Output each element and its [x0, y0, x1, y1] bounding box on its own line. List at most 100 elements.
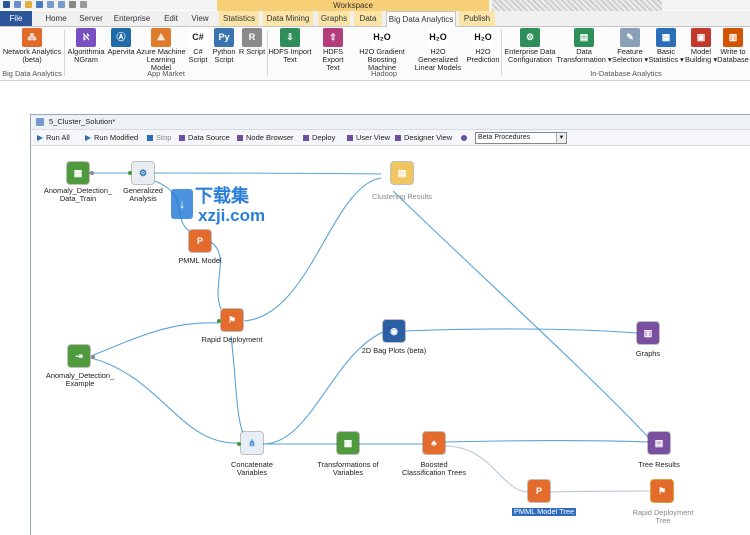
app-icon[interactable]	[3, 1, 10, 8]
concatenate-variables-node[interactable]: ⋔	[241, 432, 263, 454]
rapid-deployment-node[interactable]: ⚑	[221, 309, 243, 331]
node-browser-button[interactable]: Node Browser	[237, 133, 294, 142]
deploy-button[interactable]: Deploy	[303, 133, 335, 142]
rapid-deployment-tree-node[interactable]: ⚑	[651, 480, 673, 502]
tab-statistics[interactable]: Statistics	[219, 11, 259, 26]
workspace-context-tab: Workspace	[217, 0, 489, 12]
hdfs-import-icon: ⇩	[280, 28, 300, 47]
workspace-window: 5_Cluster_Solution* Run All Run Modified…	[30, 114, 750, 535]
node-label: Clustering Results	[372, 192, 432, 201]
group-in-database-analytics: In-Database Analytics	[590, 69, 662, 78]
generalized-analysis-node[interactable]: ⚙	[132, 162, 154, 184]
run-modified-button[interactable]: Run Modified	[85, 133, 138, 142]
tab-data[interactable]: Data	[354, 11, 382, 26]
new-icon[interactable]	[14, 1, 21, 8]
undo-icon[interactable]	[47, 1, 54, 8]
graphs-node[interactable]: ▥	[637, 322, 659, 344]
ribbon-tab-bar: File Home Server Enterprise Edit View St…	[0, 11, 750, 28]
anomaly-train-data-node[interactable]: ▦	[67, 162, 89, 184]
stop-button[interactable]: Stop	[147, 133, 171, 142]
boosted-trees-node[interactable]: ♣	[423, 432, 445, 454]
anomaly-example-data-node[interactable]: ⇥	[68, 345, 90, 367]
plot-icon: ◉	[390, 326, 398, 336]
write-db-icon: ▥	[723, 28, 743, 47]
workspace-icon	[36, 118, 44, 126]
statistics-icon: ▦	[656, 28, 676, 47]
customize-qat-icon[interactable]	[80, 1, 87, 8]
network-analytics-button[interactable]: ⁂ Network Analytics(beta)	[2, 28, 62, 64]
tab-big-data-analytics[interactable]: Big Data Analytics	[386, 11, 456, 28]
redo-icon[interactable]	[58, 1, 65, 8]
node-label: Graphs	[635, 349, 661, 358]
workspace-canvas[interactable]: ▦ Anomaly_Detection_ Data_Train ⚙ Genera…	[31, 146, 750, 535]
tab-home[interactable]: Home	[45, 14, 67, 23]
pmml-model-tree-node[interactable]: P	[528, 480, 550, 502]
transform-icon: ▤	[574, 28, 594, 47]
tab-enterprise[interactable]: Enterprise	[113, 14, 151, 23]
transformations-node[interactable]: ▦	[337, 432, 359, 454]
print-icon[interactable]	[69, 1, 76, 8]
tree-results-node[interactable]: ▤	[648, 432, 670, 454]
save-icon[interactable]	[36, 1, 43, 8]
connection-pmml-tree-to-rapid-tree	[549, 490, 652, 493]
output-port[interactable]	[90, 171, 94, 175]
window-title-bar: 5_Cluster_Solution*	[31, 115, 750, 130]
r-script-button[interactable]: R R Script	[238, 28, 266, 56]
tab-file[interactable]: File	[0, 11, 32, 26]
apervita-button[interactable]: Ⓐ Apervita	[106, 28, 136, 56]
tab-server[interactable]: Server	[79, 14, 103, 23]
run-all-button[interactable]: Run All	[37, 133, 70, 142]
procedures-dropdown[interactable]: Beta Procedures▼	[475, 132, 567, 144]
pmml-model-node[interactable]: P	[189, 230, 211, 252]
tab-publish[interactable]: Publish	[459, 11, 495, 26]
node-label: Boosted Classification Trees	[401, 460, 467, 477]
watermark-logo-icon: ↓	[171, 189, 193, 219]
tab-data-mining[interactable]: Data Mining	[263, 11, 313, 26]
node-label: Rapid Deployment	[201, 335, 263, 344]
connection-analysis-to-clustering	[153, 172, 382, 175]
open-icon[interactable]	[25, 1, 32, 8]
browser-icon	[237, 135, 243, 141]
network-icon: ⁂	[22, 28, 42, 47]
spreadsheet-icon: ▦	[73, 168, 83, 178]
user-view-button[interactable]: User View	[347, 133, 390, 142]
tab-graphs[interactable]: Graphs	[318, 11, 350, 26]
bag-plots-node[interactable]: ◉	[383, 320, 405, 342]
output-port[interactable]	[91, 355, 95, 359]
input-port[interactable]	[237, 442, 241, 446]
csharp-script-button[interactable]: C# C#Script	[186, 28, 210, 64]
clustering-results-node[interactable]: ▤	[391, 162, 413, 184]
tab-view[interactable]: View	[191, 14, 209, 23]
input-port[interactable]	[217, 319, 221, 323]
input-port[interactable]	[128, 171, 132, 175]
connection-rapid-to-concat	[230, 335, 244, 434]
play-icon	[37, 135, 43, 141]
tab-edit[interactable]: Edit	[164, 14, 178, 23]
transform-icon: ▦	[343, 438, 353, 448]
deploy-icon: ⚑	[657, 486, 667, 496]
tree-icon: ♣	[431, 438, 437, 448]
data-source-button[interactable]: Data Source	[179, 133, 230, 142]
designer-view-button[interactable]: Designer View	[395, 133, 452, 142]
h2o-icon: H₂O	[428, 28, 448, 47]
node-label: Rapid Deployment Tree	[632, 508, 694, 525]
csharp-icon: C#	[188, 28, 208, 47]
group-hadoop: Hadoop	[371, 69, 397, 78]
merge-icon: ⋔	[248, 438, 256, 448]
node-label: Anomaly_Detection_ Example	[45, 371, 115, 388]
